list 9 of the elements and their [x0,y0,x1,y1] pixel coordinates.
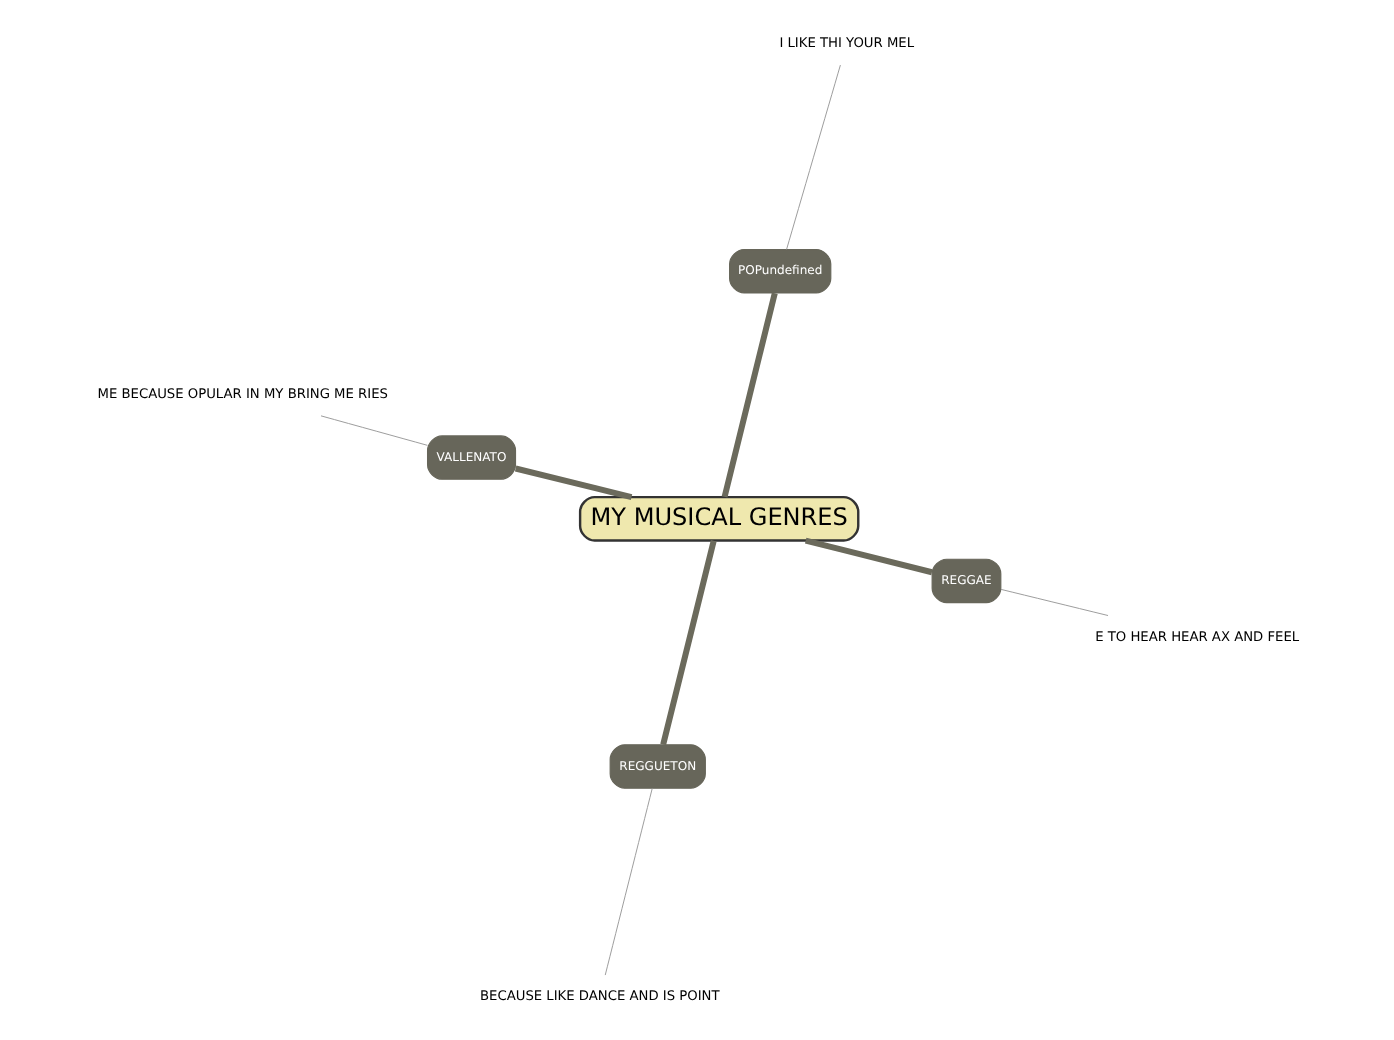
connector [785,64,840,250]
connector [803,537,932,576]
connector [603,788,652,976]
connector [720,292,777,498]
node-box: MY MUSICAL GENRES [577,495,859,542]
connector [513,465,632,501]
connector [659,540,716,746]
connector [319,415,427,446]
connector [999,588,1108,616]
